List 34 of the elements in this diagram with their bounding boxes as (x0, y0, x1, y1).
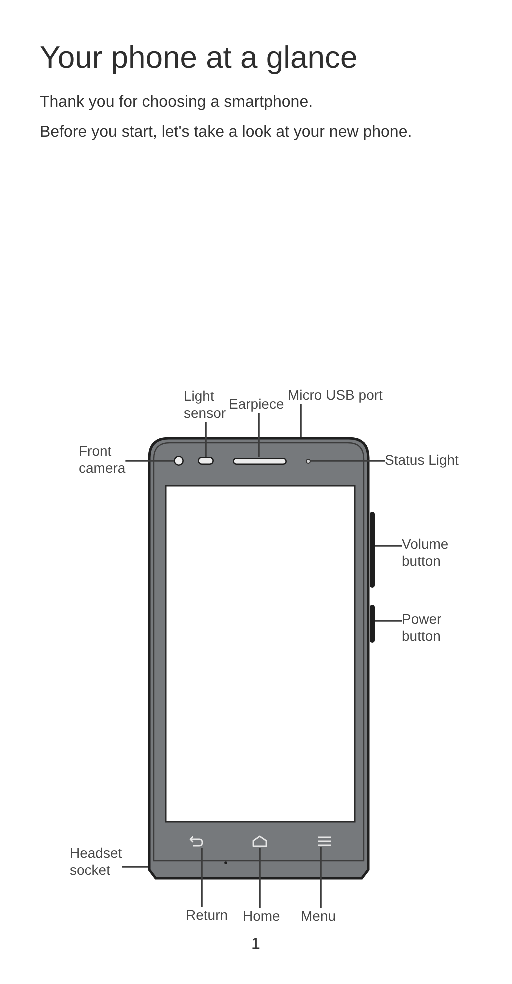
leader-line (201, 848, 203, 907)
part-label: Micro USB port (288, 387, 383, 404)
sensor-window (198, 457, 214, 465)
return-icon (188, 835, 204, 848)
leader-line (259, 848, 261, 908)
part-label: Status Light (385, 452, 459, 469)
leader-line (300, 404, 302, 437)
page-title: Your phone at a glance (40, 39, 358, 77)
home-icon (252, 835, 268, 848)
leader-line (375, 545, 402, 547)
part-label: Headset socket (70, 845, 122, 879)
menu-icon (317, 836, 332, 847)
side-key (370, 605, 375, 643)
leader-line (126, 460, 174, 462)
leader-line (320, 847, 322, 908)
part-label: Return (186, 907, 228, 924)
part-label: Volume button (402, 536, 449, 570)
side-key (370, 512, 375, 588)
part-label: Earpiece (229, 396, 284, 413)
earpiece-slot (233, 458, 287, 464)
leader-line (205, 422, 207, 457)
leader-line (375, 620, 402, 622)
part-label: Power button (402, 611, 442, 645)
part-label: Menu (301, 908, 336, 925)
part-label: Home (243, 908, 280, 925)
phone-illustration (148, 437, 370, 880)
leader-line (122, 866, 148, 868)
leader-line (258, 413, 260, 458)
intro-text: Thank you for choosing a smartphone. (40, 93, 314, 113)
page-number: 1 (252, 935, 260, 955)
part-label: Light sensor (184, 388, 226, 422)
part-label: Front camera (79, 443, 126, 477)
indicator-dot (306, 458, 310, 464)
intro-text: Before you start, let's take a look at your new phone. (40, 123, 412, 143)
